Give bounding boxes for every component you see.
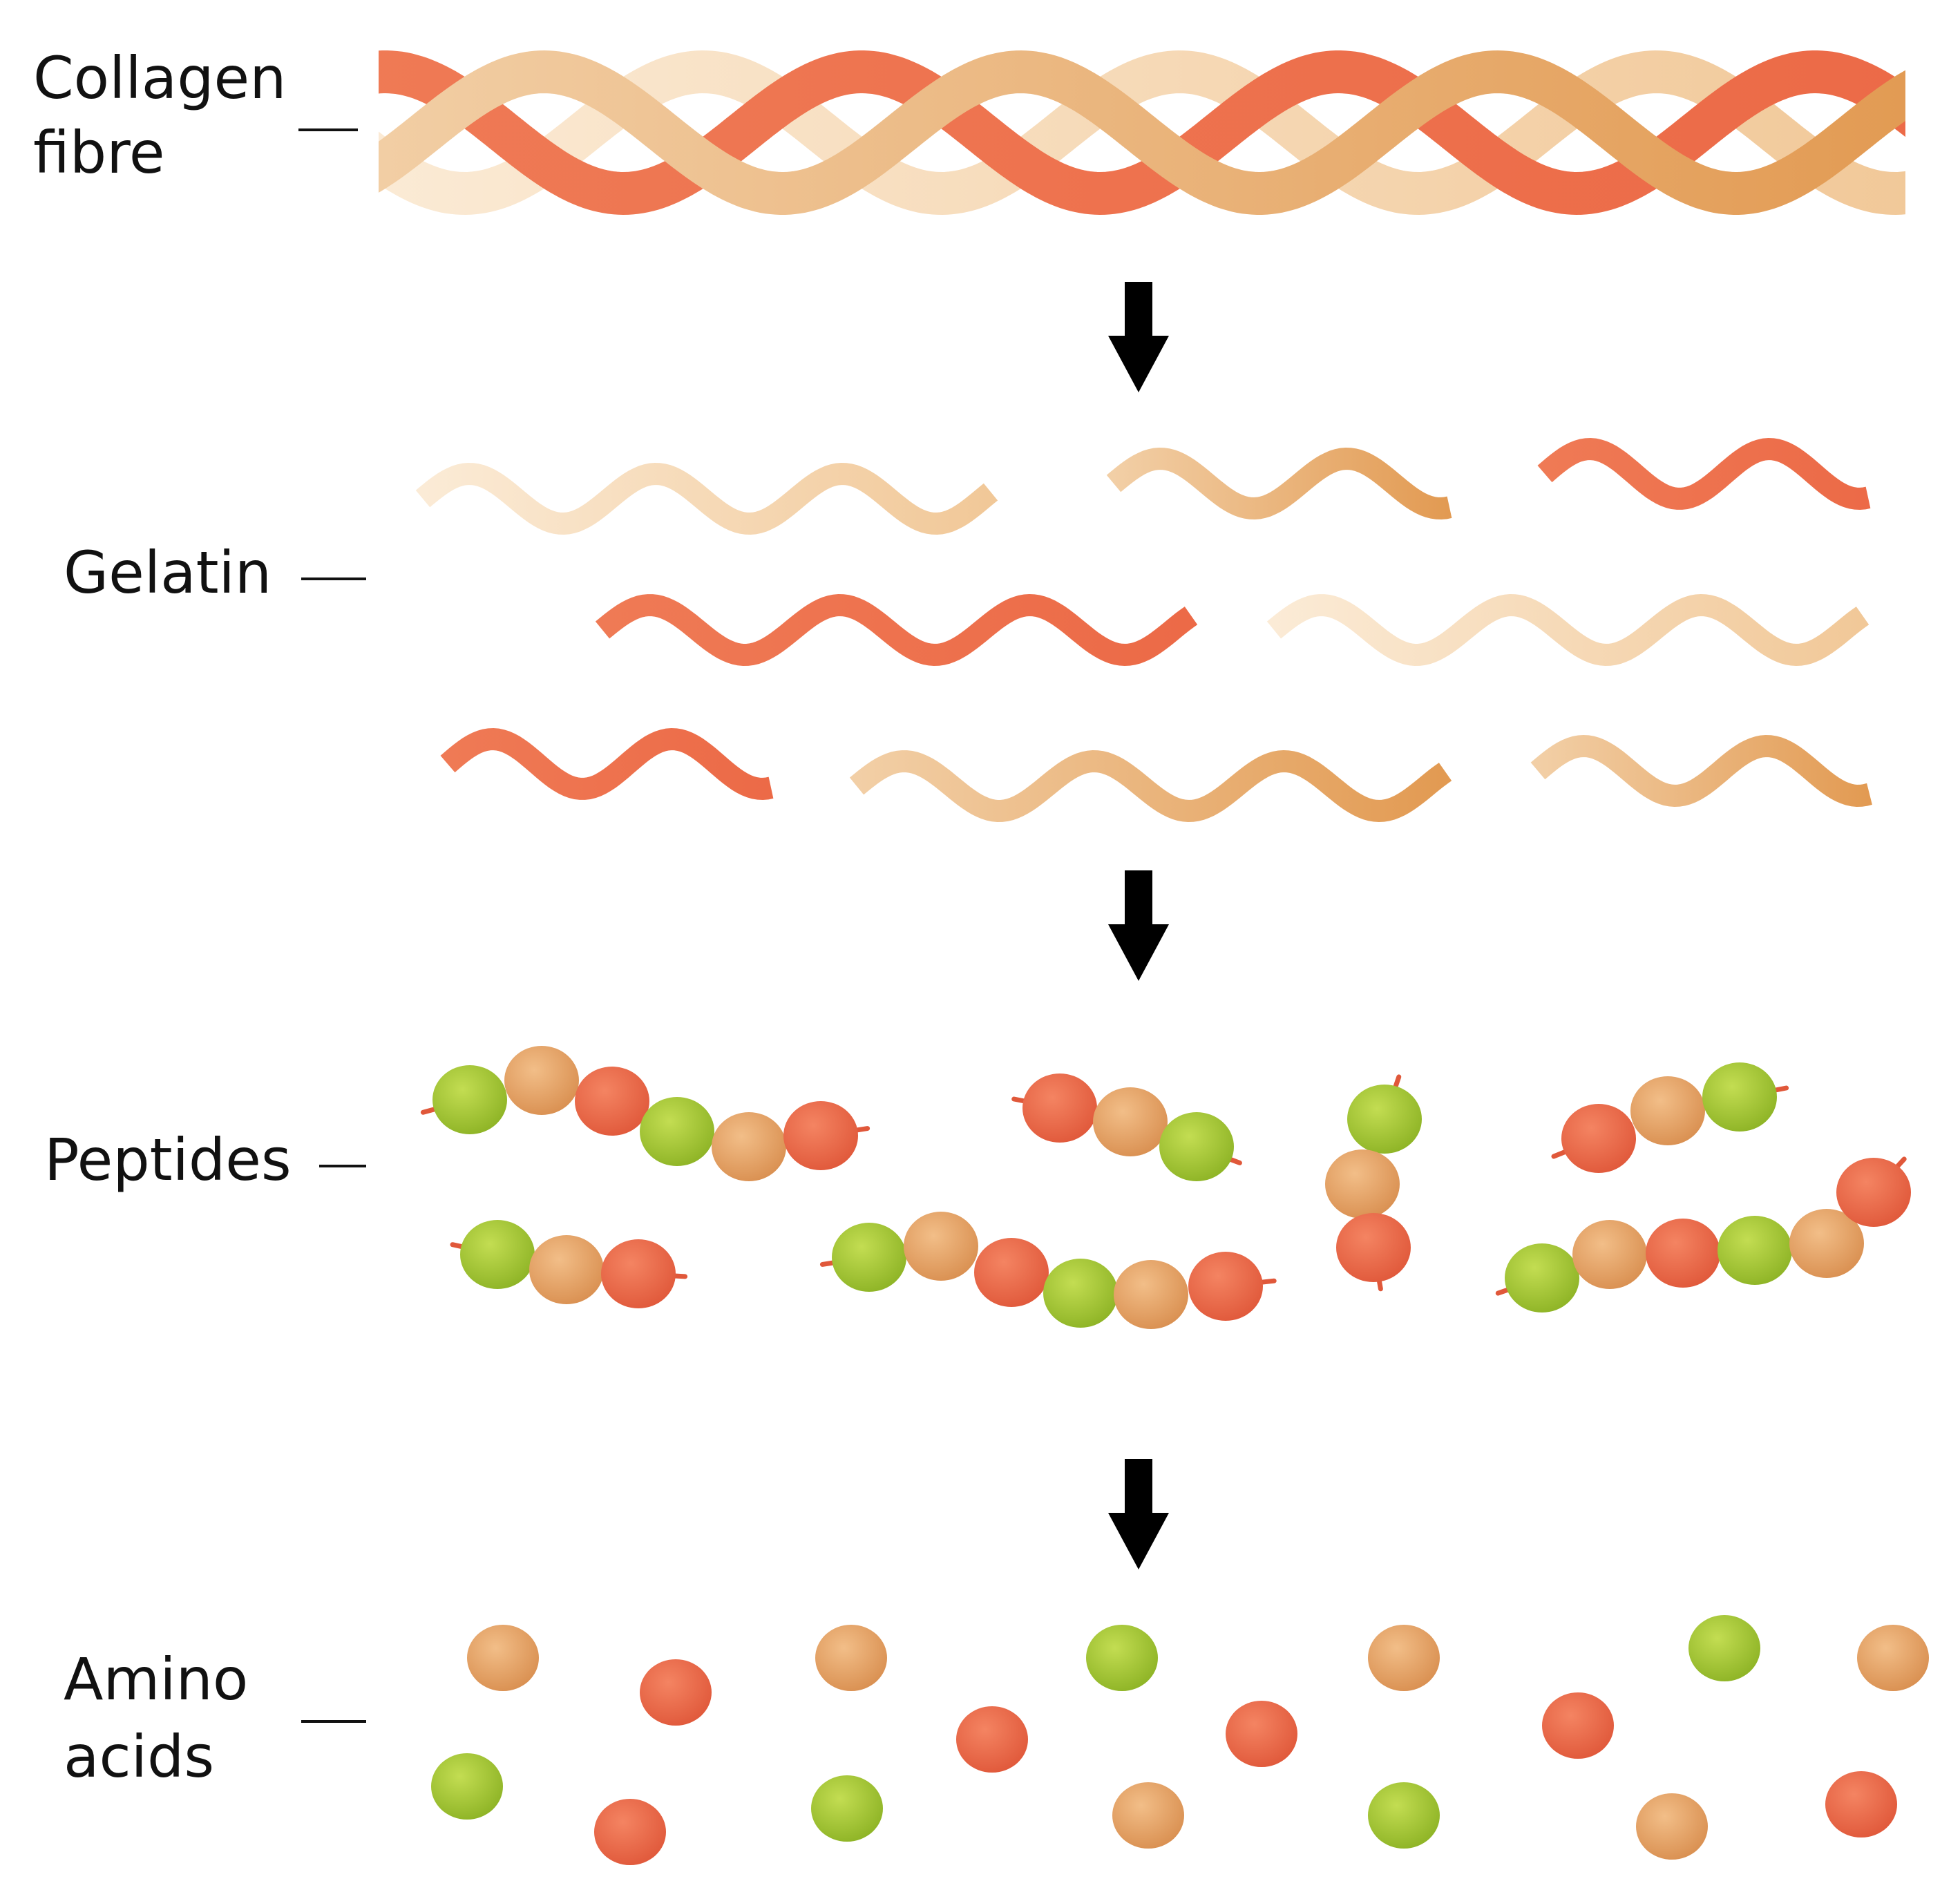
amino-acid-bead [504,1046,579,1115]
amino-acid [1226,1701,1297,1767]
amino-acid-bead [1114,1260,1188,1329]
amino-acid [815,1625,887,1691]
peptide-chain [420,1046,870,1181]
amino-acid [1368,1782,1440,1849]
gelatin-strand [1537,437,1871,510]
arrow-down-icon [1108,870,1169,981]
arrow-down-icon [1108,1459,1169,1569]
peptide-chains [420,1046,1911,1329]
peptide-chain [450,1220,688,1308]
amino-acid-bead [1043,1259,1118,1328]
gelatin-strand [1530,734,1872,808]
free-amino-acids [431,1615,1929,1865]
amino-acid-bead [712,1112,786,1181]
amino-acid [1112,1782,1184,1849]
amino-acid [1086,1625,1158,1691]
label-gelatin: Gelatin [64,539,272,607]
helix-strand-tan [379,50,1905,215]
amino-acid [467,1625,539,1691]
amino-acid-bead [1789,1209,1864,1278]
amino-acid [431,1753,503,1820]
peptide-chain [1011,1073,1242,1181]
amino-acid [956,1706,1028,1773]
amino-acid-bead [832,1223,906,1292]
peptide-chain [1495,1156,1911,1312]
amino-acid-bead [1336,1213,1411,1282]
label-peptides: Peptides [44,1126,292,1194]
label-amino-acids-line1: Amino [64,1645,248,1713]
amino-acid-bead [1022,1073,1097,1143]
amino-acid [811,1775,883,1842]
amino-acid-bead [1505,1243,1579,1312]
amino-acid-bead [904,1212,978,1281]
amino-acid [1825,1771,1897,1838]
gelatin-strand [415,462,998,535]
gelatin-strand [849,750,1452,823]
amino-acid-bead [1630,1076,1705,1145]
amino-acid [1368,1625,1440,1691]
amino-acid-bead [1188,1252,1263,1321]
amino-acid-bead [460,1220,535,1289]
amino-acid-bead [432,1065,507,1134]
amino-acid-bead [1093,1087,1168,1156]
amino-acid-bead [1325,1149,1400,1219]
amino-acid [1688,1615,1760,1681]
amino-acid-bead [974,1238,1049,1307]
label-collagen-fibre-line1: Collagen [33,44,286,112]
amino-acid [1636,1793,1708,1860]
amino-acid [1542,1692,1614,1759]
amino-acid-bead [529,1235,604,1304]
amino-acid-bead [1159,1112,1234,1181]
label-collagen-fibre-line2: fibre [33,119,165,187]
amino-acid [640,1659,712,1726]
gelatin-strand [440,727,774,801]
peptide-chain [1325,1074,1422,1292]
peptide-chain [819,1212,1277,1329]
gelatin-strand [595,593,1198,667]
gelatin-strand [1106,447,1452,520]
amino-acid-bead [1836,1158,1911,1227]
amino-acid [1857,1625,1929,1691]
amino-acid-bead [1347,1085,1422,1154]
peptide-chain [1551,1062,1789,1173]
amino-acid [594,1799,666,1865]
amino-acid-bead [1718,1216,1792,1285]
arrow-down-icon [1108,282,1169,392]
amino-acid-bead [783,1101,858,1170]
gelatin-strand [1266,593,1869,667]
amino-acid-bead [640,1097,714,1166]
amino-acid-bead [575,1067,649,1136]
amino-acid-bead [1572,1220,1647,1289]
amino-acid-bead [1646,1219,1720,1288]
amino-acid-bead [601,1239,676,1308]
label-amino-acids-line2: acids [64,1723,214,1791]
collagen-fibre-triple-helix [379,50,1905,216]
amino-acid-bead [1561,1104,1636,1173]
amino-acid-bead [1702,1062,1777,1132]
gelatin-strands [415,437,1872,823]
